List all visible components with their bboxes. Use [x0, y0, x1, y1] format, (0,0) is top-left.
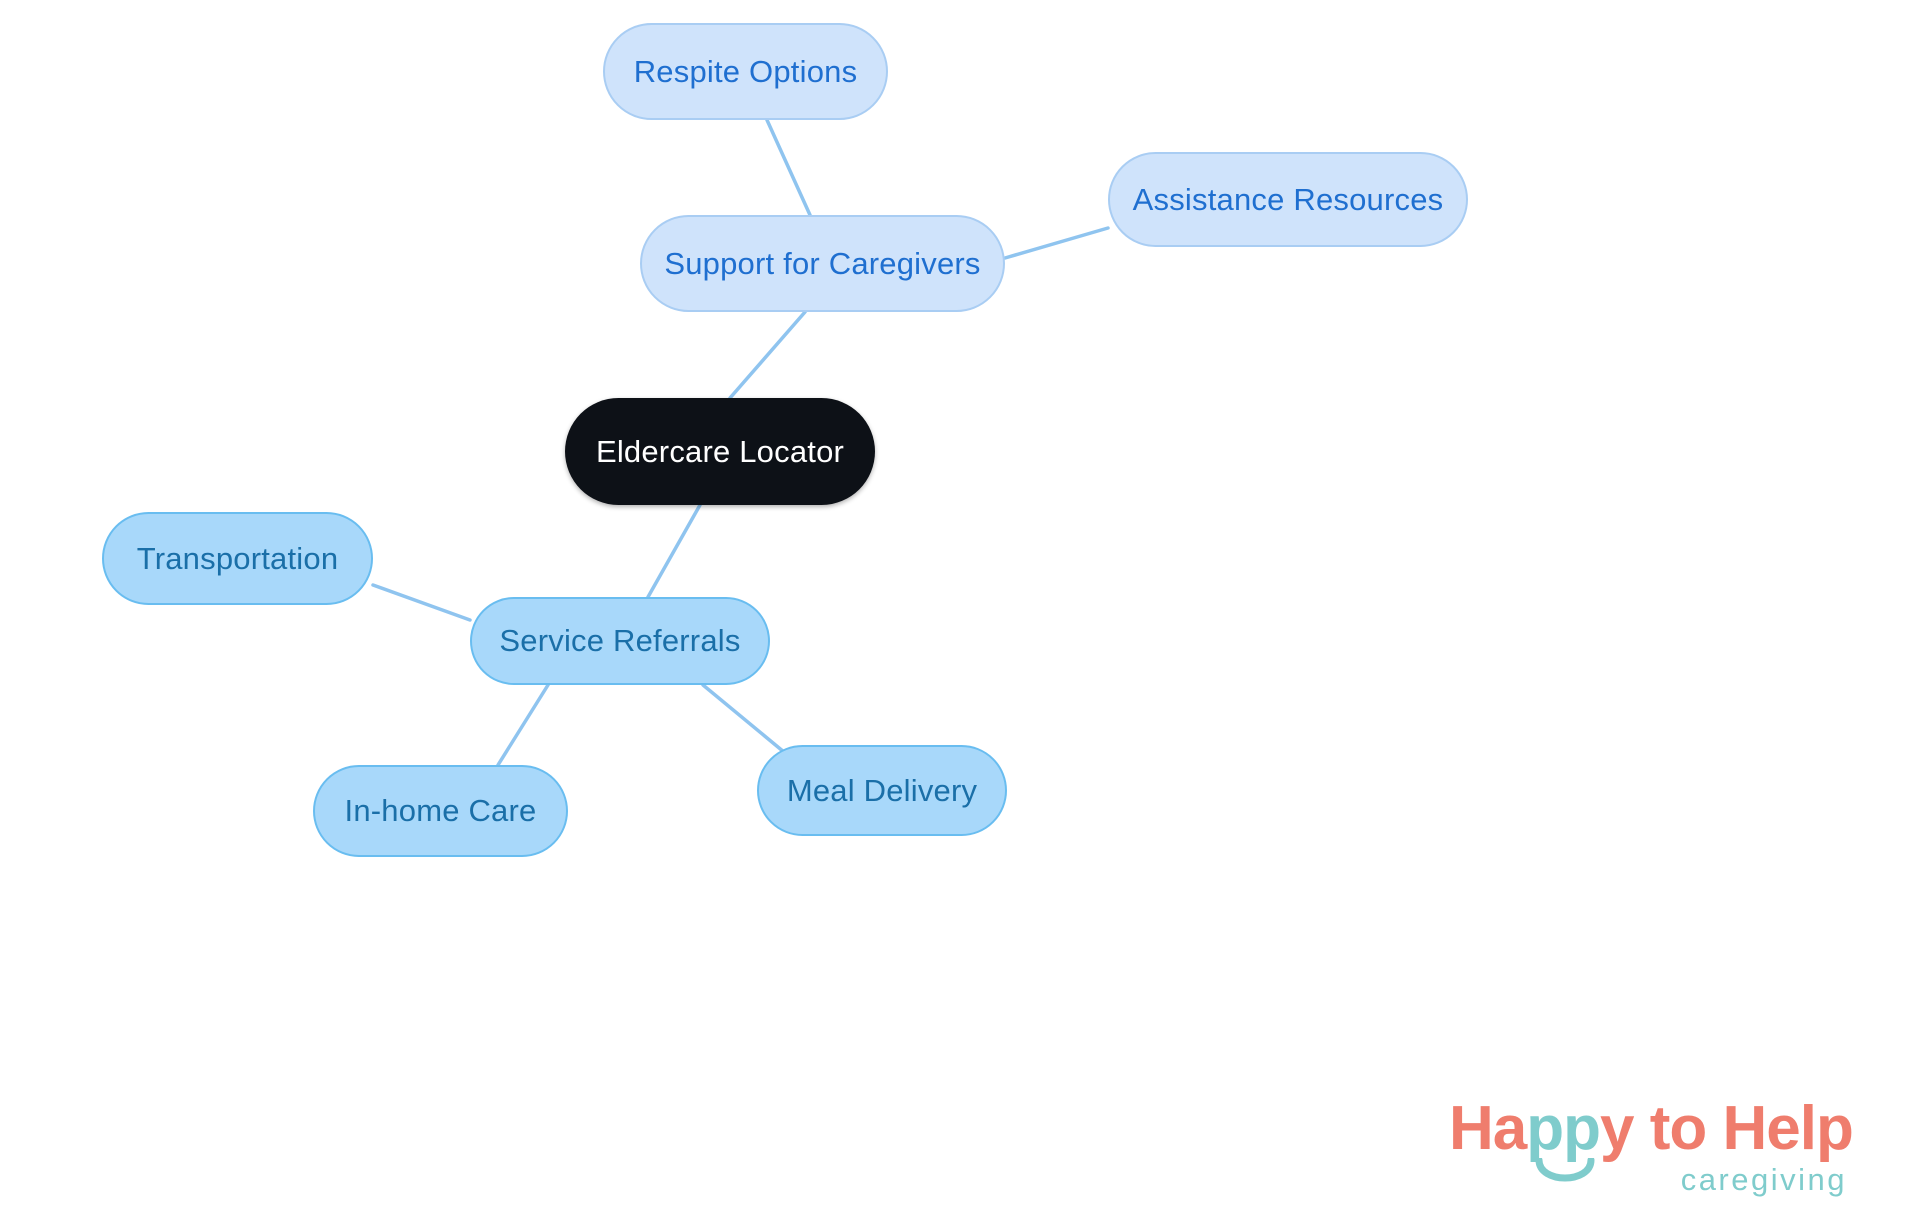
- node-label: Support for Caregivers: [664, 245, 981, 281]
- mindmap-node-eldercare-locator[interactable]: Eldercare Locator: [565, 398, 875, 505]
- mindmap-node-assistance-resources[interactable]: Assistance Resources: [1108, 152, 1468, 247]
- mindmap-node-support-for-caregivers[interactable]: Support for Caregivers: [640, 215, 1005, 312]
- edge-eldercare-locator-to-service-referrals: [646, 503, 702, 599]
- logo-text-pp: pp: [1526, 1094, 1601, 1163]
- mindmap-node-service-referrals[interactable]: Service Referrals: [470, 597, 770, 685]
- node-label: Respite Options: [633, 53, 858, 89]
- logo-text-ha: Ha: [1449, 1094, 1527, 1163]
- mindmap-node-meal-delivery[interactable]: Meal Delivery: [757, 745, 1007, 836]
- brand-logo: Happy to Help caregiving: [1449, 1098, 1854, 1203]
- node-label: Eldercare Locator: [595, 433, 845, 469]
- edge-support-for-caregivers-to-eldercare-locator: [728, 310, 807, 400]
- smile-icon: [1535, 1158, 1595, 1182]
- node-label: Meal Delivery: [786, 772, 978, 808]
- edge-service-referrals-to-transportation: [371, 583, 472, 622]
- node-label: Transportation: [136, 540, 339, 576]
- logo-tagline: caregiving: [1680, 1162, 1847, 1197]
- node-label: Service Referrals: [499, 623, 741, 658]
- mindmap-node-transportation[interactable]: Transportation: [102, 512, 373, 605]
- edge-service-referrals-to-meal-delivery: [701, 683, 792, 759]
- logo-text-rest: y to Help: [1600, 1094, 1854, 1163]
- node-label: In-home Care: [344, 793, 537, 828]
- mindmap-node-respite-options[interactable]: Respite Options: [603, 23, 888, 120]
- mindmap-node-in-home-care[interactable]: In-home Care: [313, 765, 568, 857]
- edge-respite-options-to-support-for-caregivers: [765, 118, 812, 217]
- node-label: Assistance Resources: [1132, 181, 1444, 217]
- edge-support-for-caregivers-to-assistance-resources: [1003, 226, 1110, 260]
- logo-wordmark: Happy to Help: [1449, 1098, 1854, 1160]
- edge-service-referrals-to-in-home-care: [496, 683, 550, 767]
